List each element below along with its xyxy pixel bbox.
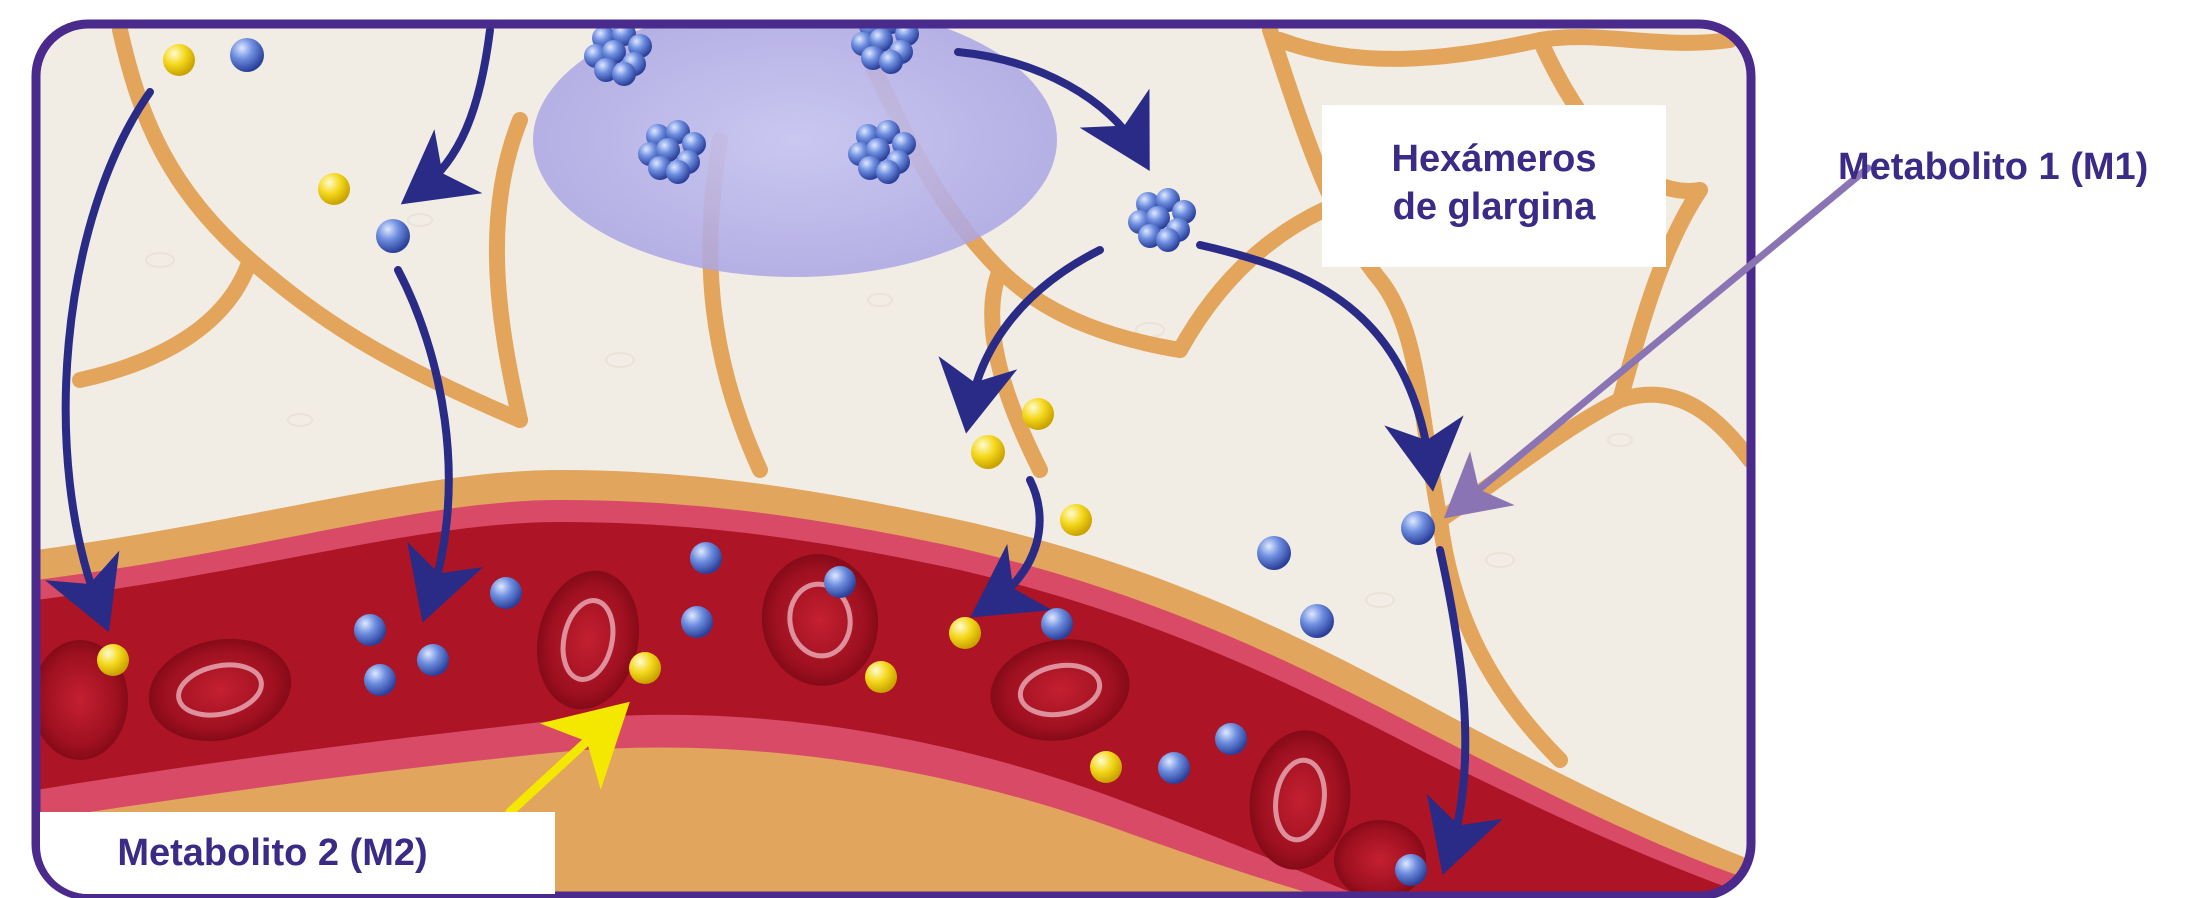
hexamers-label-line2: de glargina bbox=[1322, 183, 1666, 231]
hexamers-label: Hexámeros de glargina bbox=[1322, 105, 1666, 267]
metabolite1-label: Metabolito 1 (M1) bbox=[1838, 144, 2204, 190]
metabolite2-label: Metabolito 2 (M2) bbox=[40, 812, 555, 894]
hexamers-label-line1: Hexámeros bbox=[1322, 135, 1666, 183]
